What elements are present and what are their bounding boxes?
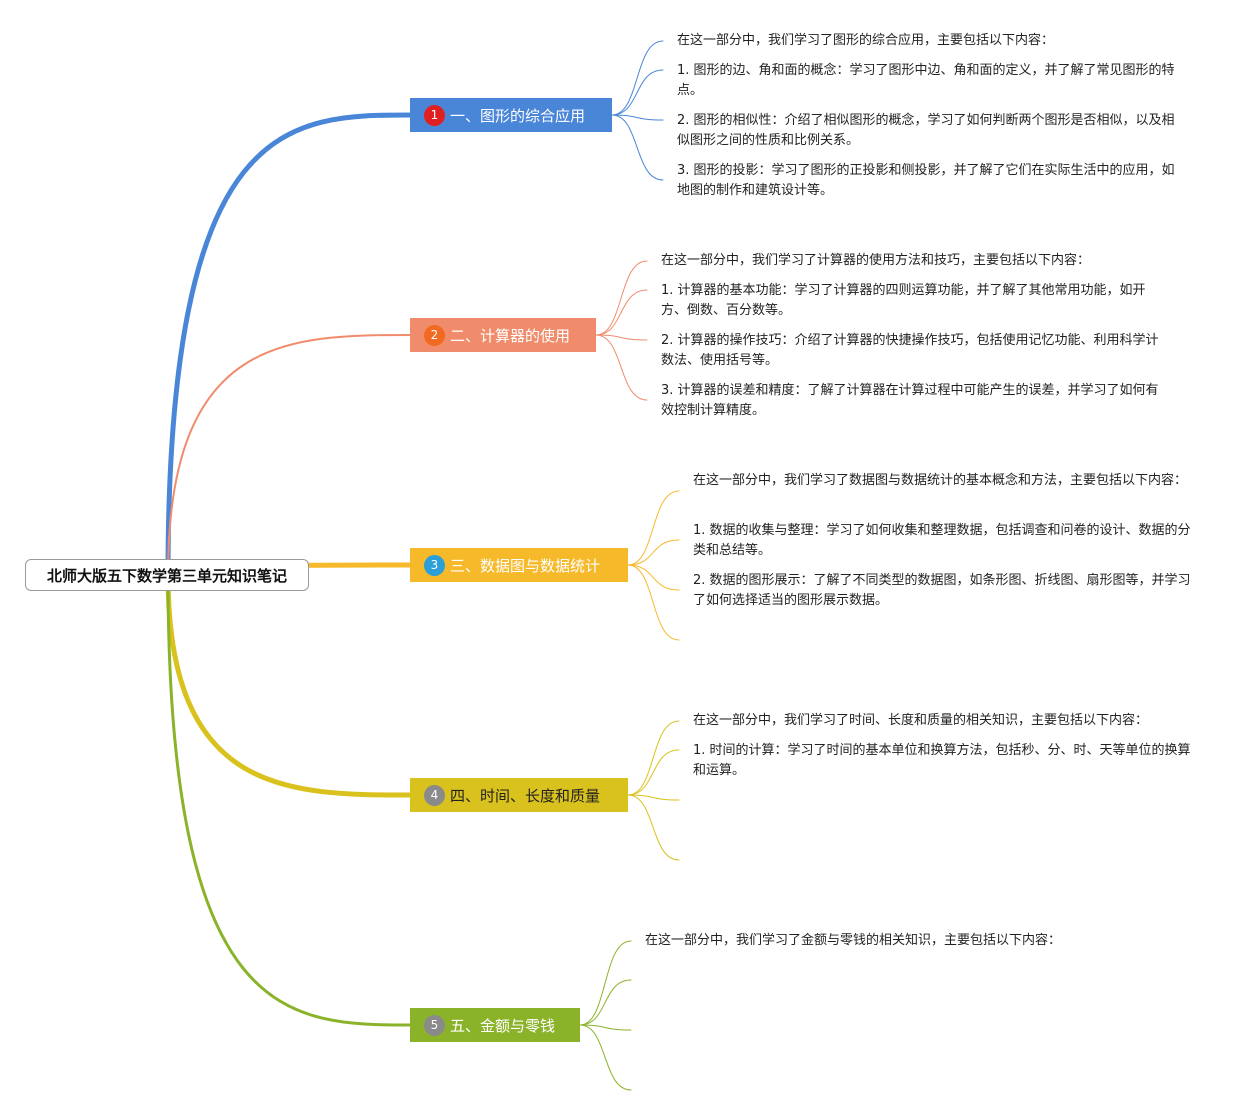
leaf-connector (627, 564, 680, 591)
branch-connector (166, 573, 414, 1027)
branch-topic-label: 四、时间、长度和质量 (450, 786, 601, 805)
priority-1-icon: 1 (424, 104, 445, 126)
leaf-connector (627, 749, 680, 796)
branch-topic-1[interactable]: 1 一、图形的综合应用 (410, 98, 612, 132)
leaf-connector (611, 114, 664, 121)
leaf-note[interactable]: 2. 计算器的操作技巧：介绍了计算器的快捷操作技巧，包括使用记忆功能、利用科学计… (661, 333, 1159, 368)
leaf-connector (579, 1024, 632, 1031)
branch-connector (165, 112, 415, 578)
branch-topic-label: 五、金额与零钱 (450, 1016, 556, 1035)
leaf-connector (611, 114, 664, 181)
leaf-connector (579, 1024, 632, 1091)
priority-4-icon: 4 (424, 784, 445, 806)
branch-connector (165, 572, 415, 798)
priority-2-icon: 2 (424, 324, 445, 346)
leaf-connector (579, 979, 632, 1026)
priority-3-icon: 3 (424, 554, 445, 576)
leaf-connector (595, 260, 648, 336)
leaf-note[interactable]: 2. 数据的图形展示：了解了不同类型的数据图，如条形图、折线图、扇形图等，并学习… (693, 573, 1191, 608)
leaf-connector (627, 720, 680, 796)
leaf-note[interactable]: 在这一部分中，我们学习了图形的综合应用，主要包括以下内容： (677, 33, 1055, 48)
root-topic[interactable]: 北师大版五下数学第三单元知识笔记 (25, 559, 309, 591)
leaf-connector (595, 334, 648, 341)
leaf-connector (595, 334, 648, 401)
root-topic-label: 北师大版五下数学第三单元知识笔记 (46, 566, 287, 585)
leaf-connector (627, 794, 680, 801)
branch-topic-label: 一、图形的综合应用 (450, 106, 586, 125)
leaf-note[interactable]: 在这一部分中，我们学习了数据图与数据统计的基本概念和方法，主要包括以下内容： (693, 473, 1188, 488)
leaf-note[interactable]: 在这一部分中，我们学习了时间、长度和质量的相关知识，主要包括以下内容： (693, 713, 1149, 728)
leaf-note[interactable]: 1. 计算器的基本功能：学习了计算器的四则运算功能，并了解了其他常用功能，如开方… (661, 283, 1146, 318)
leaf-note[interactable]: 在这一部分中，我们学习了计算器的使用方法和技巧，主要包括以下内容： (661, 253, 1091, 268)
leaf-connector (627, 490, 680, 566)
branch-connector (167, 334, 413, 576)
leaf-note[interactable]: 1. 时间的计算：学习了时间的基本单位和换算方法，包括秒、分、时、天等单位的换算… (693, 743, 1191, 778)
leaf-connector (627, 794, 680, 861)
leaf-connector (611, 40, 664, 116)
branch-topic-4[interactable]: 4 四、时间、长度和质量 (410, 778, 628, 812)
leaf-note[interactable]: 在这一部分中，我们学习了金额与零钱的相关知识，主要包括以下内容： (645, 933, 1062, 948)
leaf-connector (611, 69, 664, 116)
leaf-connector (627, 564, 680, 641)
branch-topic-label: 三、数据图与数据统计 (450, 556, 601, 575)
leaf-note[interactable]: 3. 计算器的误差和精度：了解了计算器在计算过程中可能产生的误差，并学习了如何有… (661, 383, 1159, 418)
branch-topic-3[interactable]: 3 三、数据图与数据统计 (410, 548, 628, 582)
leaf-note[interactable]: 1. 数据的收集与整理：学习了如何收集和整理数据，包括调查和问卷的设计、数据的分… (693, 523, 1191, 558)
branch-topic-label: 二、计算器的使用 (450, 326, 571, 345)
leaf-connector (595, 289, 648, 336)
leaf-connector (579, 940, 632, 1026)
leaf-note[interactable]: 3. 图形的投影：学习了图形的正投影和侧投影，并了解了它们在实际生活中的应用，如… (677, 163, 1175, 198)
leaf-note[interactable]: 1. 图形的边、角和面的概念：学习了图形中边、角和面的定义，并了解了常见图形的特… (677, 63, 1175, 98)
branch-topic-5[interactable]: 5 五、金额与零钱 (410, 1008, 580, 1042)
leaf-connector (627, 539, 680, 566)
branch-topic-2[interactable]: 2 二、计算器的使用 (410, 318, 596, 352)
leaf-note[interactable]: 2. 图形的相似性：介绍了相似图形的概念，学习了如何判断两个图形是否相似，以及相… (677, 113, 1175, 148)
priority-5-icon: 5 (424, 1014, 445, 1036)
